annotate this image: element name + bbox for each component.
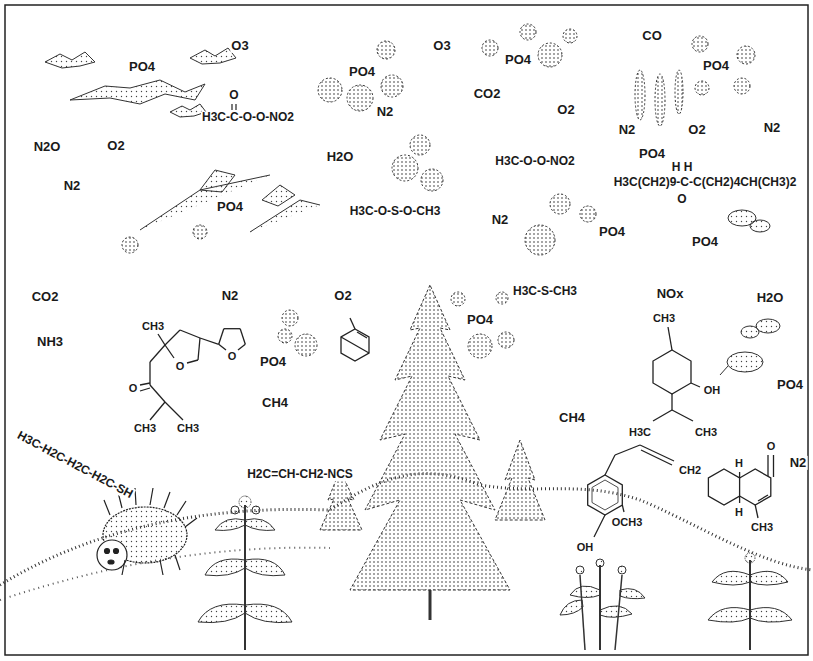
formula-label: N2 [491, 213, 510, 227]
formula-label: O [227, 350, 238, 362]
formula-label: O [766, 440, 777, 452]
formula-label: PO4 [348, 65, 376, 79]
formula-label: H3C-S-CH3 [512, 285, 578, 298]
formula-label: PO4 [598, 225, 626, 239]
formula-label: N2O [33, 140, 62, 154]
formula-label: CH2 [678, 464, 702, 476]
formula-label: PO4 [504, 53, 532, 67]
formula-label: O [228, 89, 239, 102]
formula-label: H3C-H2C-H2C-H2C-SH [14, 429, 136, 502]
formula-label: H [734, 506, 744, 518]
formula-label: CH3 [133, 422, 157, 434]
formula-label: N2 [618, 123, 637, 137]
formula-label: CH3 [652, 312, 676, 324]
formula-label: CO [641, 29, 663, 43]
formula-label: H3C [628, 426, 652, 438]
bats [45, 48, 236, 117]
formula-label: PO4 [216, 200, 244, 214]
formula-label: N2 [763, 121, 782, 135]
nepetalactone-structure [708, 455, 773, 518]
formula-label: O2 [687, 123, 706, 137]
formula-label: CH3 [176, 422, 200, 434]
formula-label: H3C(CH2)9-C-C(CH2)4CH(CH3)2 [613, 176, 798, 189]
formula-label: PO4 [702, 59, 730, 73]
formula-label: H [734, 457, 744, 469]
formula-label: PO4 [128, 60, 156, 74]
pinene-structure [341, 318, 369, 361]
conifer-tree [320, 285, 545, 590]
formula-label: CH3 [141, 320, 165, 332]
formula-label: N2 [221, 289, 240, 303]
molecule-structure [140, 329, 245, 420]
formula-label: O3 [432, 39, 451, 53]
flying-insects [140, 170, 780, 375]
formula-label: H3C-O-O-NO2 [494, 155, 575, 168]
formula-label: O [676, 193, 687, 206]
formula-label: O [175, 360, 186, 372]
formula-label: O2 [556, 103, 575, 117]
formula-label: CH4 [558, 411, 586, 425]
tree-trunk [429, 590, 432, 620]
menthol-structure [653, 327, 700, 421]
formula-label: O2 [333, 289, 352, 303]
formula-label: H2O [326, 150, 355, 164]
bond-lines [232, 104, 236, 110]
formula-label: CO2 [473, 87, 502, 101]
formula-label: PO4 [259, 355, 287, 369]
formula-label: PO4 [466, 313, 494, 327]
formula-label: N2 [376, 105, 395, 119]
formula-label: PO4 [691, 235, 719, 249]
formula-label: O [128, 382, 139, 394]
formula-label: NH3 [36, 335, 64, 349]
frame [5, 5, 808, 655]
formula-label: CO2 [31, 290, 60, 304]
formula-label: NOx [656, 287, 685, 301]
formula-label: H H [671, 161, 694, 174]
formula-label: H2O [756, 291, 785, 305]
skunk [97, 488, 197, 575]
formula-label: N2 [63, 179, 82, 193]
formula-label: OCH3 [611, 516, 644, 528]
formula-label: PO4 [638, 147, 666, 161]
formula-label: OH [703, 384, 722, 396]
formula-label: CH3 [694, 426, 718, 438]
plant [198, 496, 792, 650]
formula-label: PO4 [776, 378, 804, 392]
formula-label: CH4 [261, 396, 289, 410]
eugenol-structure [588, 445, 674, 537]
formula-label: O2 [106, 139, 125, 153]
formula-label: H3C-O-S-O-CH3 [349, 205, 442, 218]
formula-label: O3 [230, 39, 249, 53]
formula-label: H3C-C-O-O-NO2 [201, 111, 295, 124]
formula-label: H2C=CH-CH2-NCS [246, 468, 354, 481]
formula-label: OH [576, 541, 595, 553]
formula-label: CH3 [750, 521, 774, 533]
formula-label: N2 [789, 456, 808, 470]
